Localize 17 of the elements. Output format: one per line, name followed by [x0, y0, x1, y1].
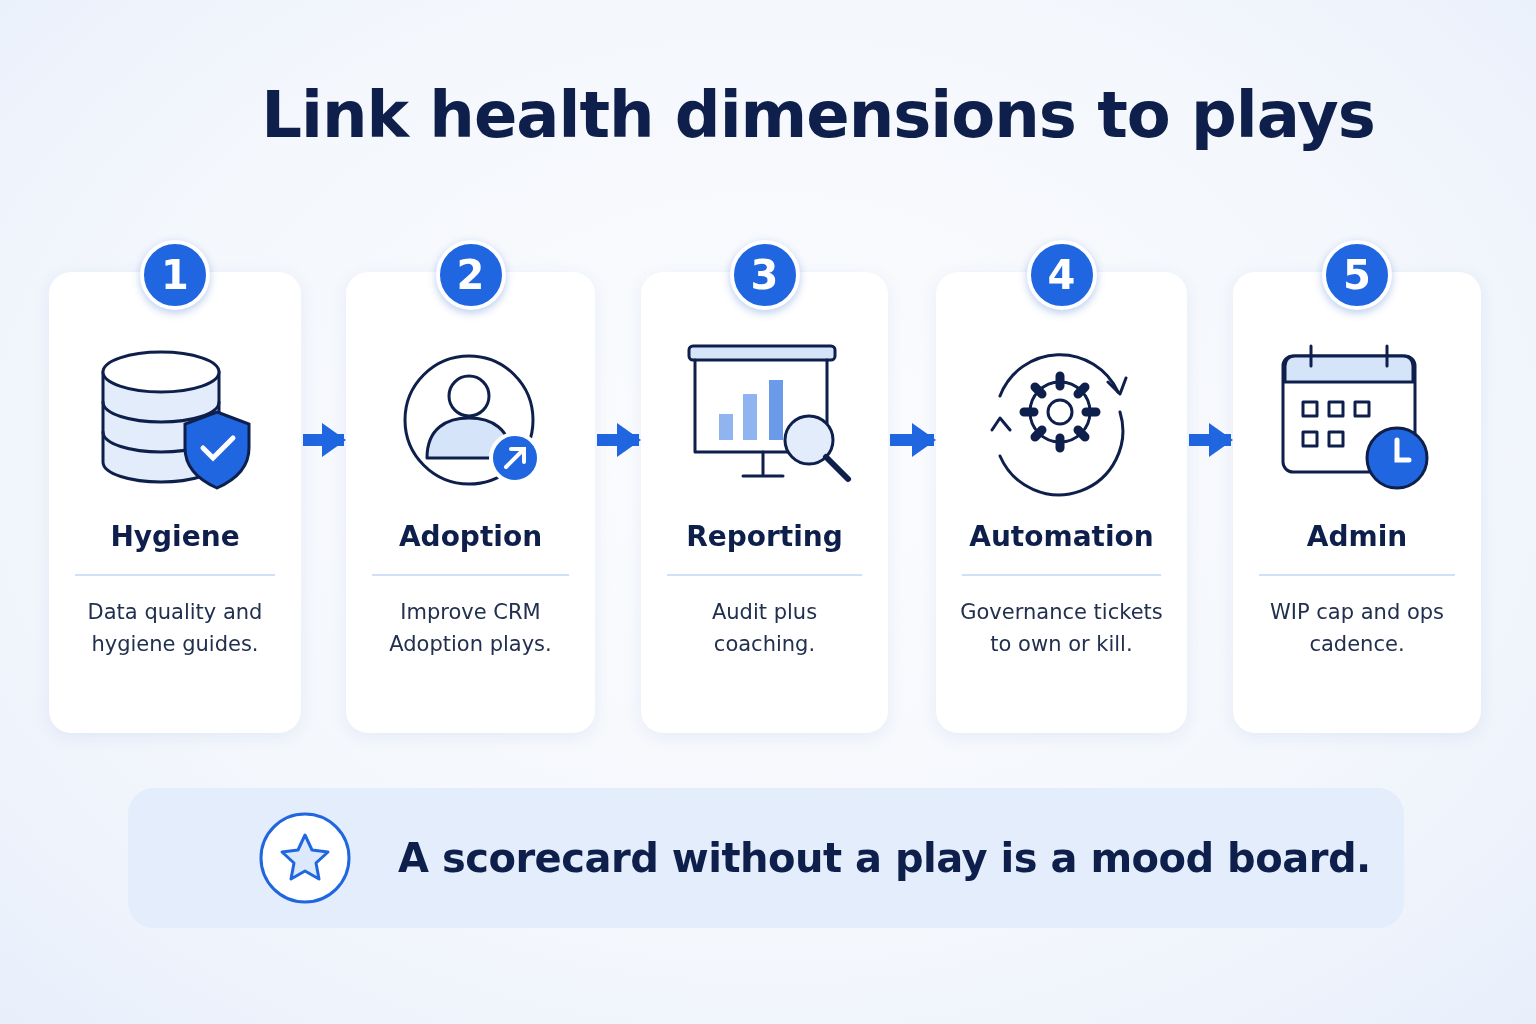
card-heading: Adoption: [397, 520, 544, 553]
arrow: [890, 423, 936, 457]
arrow: [597, 423, 641, 457]
card-heading: Admin: [1305, 520, 1409, 553]
card-description: Data quality and hygiene guides.: [86, 599, 264, 658]
card-description: Audit plus coaching.: [710, 599, 819, 658]
card-heading: Reporting: [685, 520, 844, 553]
banner-text: A scorecard without a play is a mood board.: [398, 835, 1371, 881]
arrow: [303, 423, 346, 457]
title: Link health dimensions to plays: [260, 78, 1376, 152]
card-description: WIP cap and ops cadence.: [1269, 599, 1445, 658]
arrow: [1189, 423, 1233, 457]
quote-banner: [128, 788, 1404, 928]
card-description: Governance tickets to own or kill.: [959, 599, 1164, 658]
card-heading: Hygiene: [109, 520, 241, 553]
card-description: Improve CRM Adoption plays.: [388, 599, 553, 658]
card-heading: Automation: [968, 520, 1155, 553]
